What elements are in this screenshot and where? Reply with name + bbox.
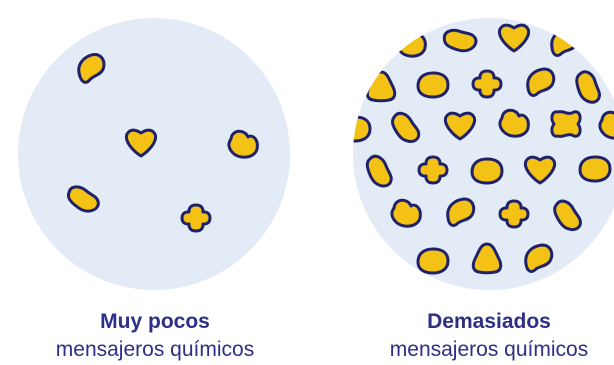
many-messengers-title: Demasiados [427, 310, 551, 333]
messenger-shape [416, 247, 450, 275]
messenger-shape [77, 53, 106, 84]
messenger-shape [365, 154, 393, 188]
messenger-shape [471, 69, 503, 99]
messenger-shape [523, 155, 557, 185]
many-messengers-caption: Demasiados mensajeros químicos [364, 308, 614, 364]
messenger-shape [471, 242, 503, 275]
messenger-shape [553, 199, 582, 232]
messenger-shape [180, 203, 212, 233]
messenger-shape [446, 197, 476, 227]
messenger-shape [353, 115, 372, 143]
messenger-shape [575, 70, 601, 104]
messenger-shape [391, 111, 421, 143]
messenger-shape [416, 71, 450, 99]
messenger-shape [498, 108, 530, 138]
few-messengers-panel [18, 18, 290, 290]
few-messengers-subtitle: mensajeros químicos [55, 338, 255, 361]
messenger-shape [550, 110, 582, 138]
many-messengers-panel [353, 18, 614, 290]
messenger-shape [526, 67, 556, 97]
few-messengers-title: Muy pocos [100, 310, 210, 333]
messenger-shape [524, 243, 554, 273]
messenger-shape [390, 198, 422, 228]
comparison-svg [18, 18, 614, 290]
messenger-shape [443, 111, 477, 141]
messenger-shape [227, 129, 259, 159]
messenger-shape [598, 110, 614, 140]
messenger-shape [470, 157, 504, 185]
messenger-shape [497, 23, 531, 53]
messenger-shape [498, 199, 530, 229]
few-messengers-circle [18, 18, 290, 290]
few-messengers-caption: Muy pocos mensajeros químicos [30, 308, 280, 364]
many-messengers-subtitle: mensajeros químicos [389, 338, 589, 361]
messenger-shape [578, 155, 612, 183]
messenger-shape [66, 185, 100, 213]
messenger-shape [124, 128, 158, 158]
messenger-shape [442, 28, 478, 53]
messenger-shape [417, 155, 449, 185]
messenger-shape [395, 28, 427, 58]
